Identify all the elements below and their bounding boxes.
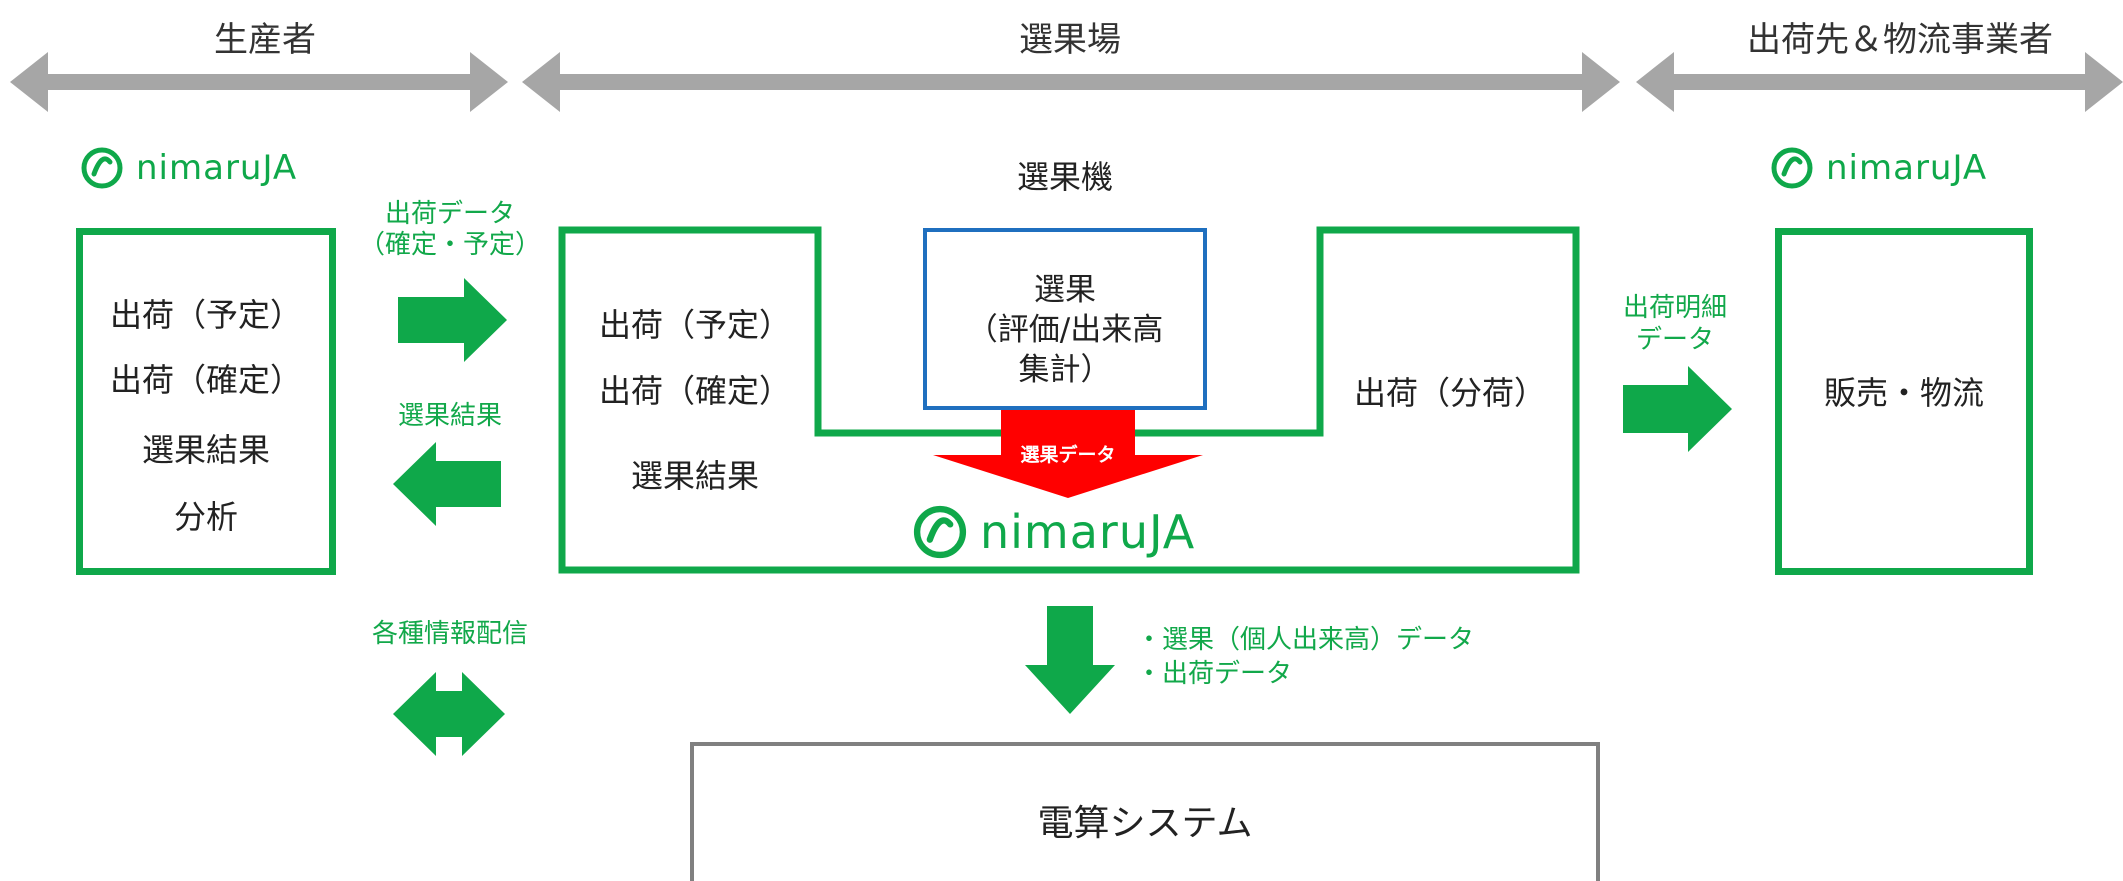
down-arrow	[1025, 606, 1115, 714]
site-item: 選果結果	[630, 457, 759, 495]
evaluation-line: 選果	[1034, 272, 1096, 308]
logo-producer: nimaruJA	[80, 146, 297, 190]
logo-shipping: nimaruJA	[1770, 146, 1987, 190]
nimaru-logo-icon	[81, 147, 123, 189]
site-item: 出荷（確定）	[598, 372, 791, 410]
sales-label: 販売・物流	[1823, 374, 1984, 412]
evaluation-box	[923, 228, 1207, 410]
producer-span-arrow	[10, 52, 508, 112]
shipping-data-right-arrow	[398, 278, 507, 362]
sorting-site-span-arrow	[522, 52, 1620, 112]
producer-item: 分析	[173, 498, 238, 536]
header-shipping: 出荷先＆物流事業者	[1747, 20, 2053, 60]
site-item: 出荷（予定）	[598, 306, 791, 344]
evaluation-line: （評価/出来高	[966, 312, 1164, 348]
shipping-detail-sublabel: データ	[1635, 325, 1714, 355]
sorting-result-left-arrow	[393, 442, 501, 526]
sorting-data-label: 選果データ	[1020, 444, 1116, 466]
shipping-detail-right-arrow	[1623, 366, 1732, 452]
header-producer: 生産者	[214, 20, 316, 60]
logo-center: nimaruJA	[912, 504, 1195, 560]
logo-text: nimaruJA	[980, 505, 1196, 559]
machine-title: 選果機	[1016, 158, 1113, 196]
sorting-data-arrow	[933, 409, 1203, 498]
nimaru-logo-icon	[913, 505, 967, 559]
producer-box	[76, 228, 336, 575]
computer-system-box	[690, 742, 1600, 881]
logo-text: nimaruJA	[136, 148, 298, 188]
shipping-span-arrow	[1636, 52, 2123, 112]
logo-text: nimaruJA	[1826, 148, 1988, 188]
header-sorting-site: 選果場	[1019, 20, 1121, 60]
down-label-2: ・出荷データ	[1136, 659, 1293, 689]
computer-system-label: 電算システム	[1037, 803, 1253, 844]
nimaru-logo-icon	[1771, 147, 1813, 189]
producer-item: 出荷（予定）	[109, 296, 302, 334]
producer-item: 選果結果	[141, 431, 270, 469]
producer-item: 出荷（確定）	[109, 361, 302, 399]
info-delivery-double-arrow	[393, 672, 505, 756]
sorting-site-box	[558, 226, 1580, 574]
down-label-1: ・選果（個人出来高）データ	[1136, 625, 1475, 655]
shipping-data-label: 出荷データ	[384, 199, 515, 229]
sales-box	[1775, 228, 2033, 575]
info-delivery-label: 各種情報配信	[371, 619, 528, 649]
evaluation-line: 集計）	[1018, 352, 1112, 388]
shipping-detail-label: 出荷明細	[1622, 293, 1727, 323]
site-right-item: 出荷（分荷）	[1353, 374, 1546, 412]
sorting-result-label: 選果結果	[397, 401, 502, 431]
shipping-data-sublabel: （確定・予定）	[358, 230, 541, 260]
